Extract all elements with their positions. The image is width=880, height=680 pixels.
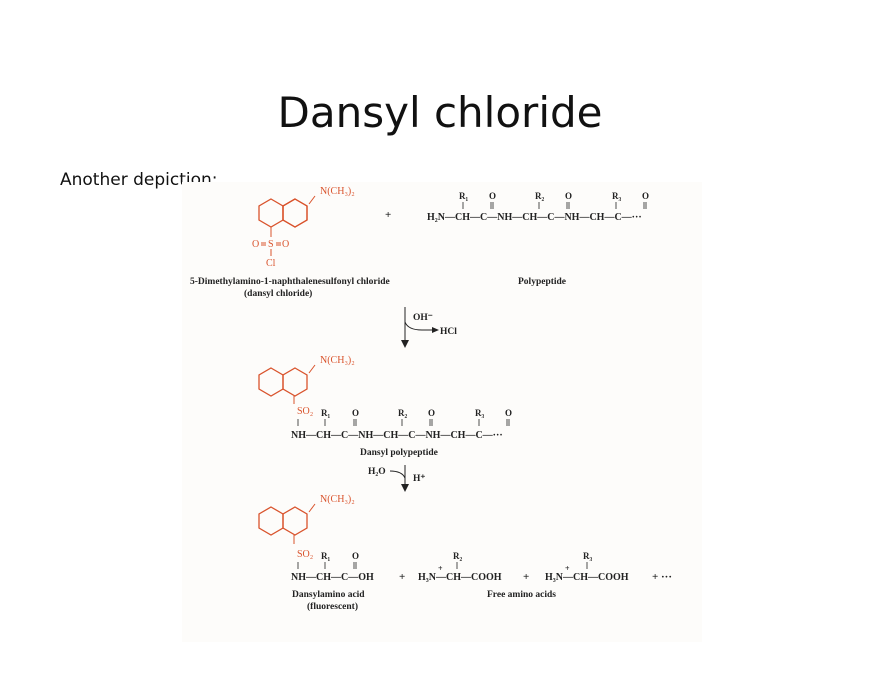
reaction-arrow-1: OH⁻ HCl — [401, 307, 457, 348]
bond-line — [308, 364, 316, 374]
r2-label: R₂ — [453, 551, 462, 561]
side-chain-bonds — [462, 202, 647, 209]
water-reagent: H₂O — [368, 467, 386, 477]
naphthalene-ring — [258, 367, 308, 397]
o2-label: O — [565, 191, 572, 201]
r3-label: R₃ — [612, 191, 621, 201]
plus-sign: + — [385, 209, 391, 221]
o3-label: O — [505, 408, 512, 418]
plus-more: + ··· — [652, 571, 672, 583]
o3-label: O — [642, 191, 649, 201]
polypeptide-label: Polypeptide — [518, 277, 566, 287]
sulfonyl-sulfur: S — [268, 239, 274, 250]
free-amino-acids-label: Free amino acids — [487, 590, 556, 600]
naphthalene-ring — [258, 198, 308, 228]
chloride-atom: Cl — [266, 258, 276, 269]
r3-label: R₃ — [475, 408, 484, 418]
bond-line — [308, 503, 316, 513]
o2-label: O — [428, 408, 435, 418]
reaction-arrow-2: H₂O H⁺ — [368, 465, 425, 492]
r3-label: R₃ — [583, 551, 592, 561]
reaction-scheme: N(CH₃)₂ O S O Cl + R₁ O R₂ O R₃ O — [190, 186, 672, 612]
dansyl-polypeptide-structure: N(CH₃)₂ SO₂ R₁ O R₂ O R₃ O NH—CH—C—NH—CH… — [258, 355, 512, 441]
dansylamino-acid-chain: NH—CH—C—OH — [291, 572, 374, 583]
dimethylamino-group: N(CH₃)₂ — [320, 186, 355, 197]
dansylamino-acid-label: Dansylamino acid — [292, 590, 365, 600]
reaction-figure: N(CH₃)₂ O S O Cl + R₁ O R₂ O R₃ O — [182, 182, 702, 642]
r2-label: R₂ — [535, 191, 544, 201]
o1-label: O — [489, 191, 496, 201]
dansyl-polypeptide-chain: NH—CH—C—NH—CH—C—NH—CH—C—··· — [291, 430, 503, 441]
r1-label: R₁ — [321, 551, 330, 561]
amino-acid-formula: H₃N—CH—COOH — [545, 572, 629, 583]
free-amino-acid-2: R₂ + H₃N—CH—COOH — [418, 551, 502, 583]
hcl-byproduct: HCl — [440, 327, 457, 337]
positive-charge: + — [565, 564, 570, 573]
naphthalene-ring — [258, 506, 308, 536]
bond-line — [308, 195, 316, 205]
slide-subtitle: Another depiction: — [60, 170, 218, 190]
side-chain-bonds — [297, 562, 357, 569]
o1-label: O — [352, 408, 359, 418]
dimethylamino-group: N(CH₃)₂ — [320, 494, 355, 505]
dansyl-polypeptide-label: Dansyl polypeptide — [360, 448, 438, 458]
dansyl-chloride-common-name: (dansyl chloride) — [244, 288, 312, 299]
r1-label: R₁ — [459, 191, 468, 201]
sulfonyl-oxygen-right: O — [282, 239, 289, 250]
amino-acid-formula: H₃N—CH—COOH — [418, 572, 502, 583]
dansyl-chloride-structure: N(CH₃)₂ O S O Cl — [252, 186, 355, 269]
dansyl-chloride-name: 5-Dimethylamino-1-naphthalenesulfonyl ch… — [190, 277, 390, 287]
plus-sign: + — [399, 571, 405, 583]
r2-label: R₂ — [398, 408, 407, 418]
free-amino-acid-3: R₃ + H₃N—CH—COOH — [545, 551, 629, 583]
fluorescent-label: (fluorescent) — [307, 601, 358, 612]
positive-charge: + — [438, 564, 443, 573]
acid-reagent: H⁺ — [413, 474, 425, 484]
o1-label: O — [352, 551, 359, 561]
polypeptide-chain: H₂N—CH—C—NH—CH—C—NH—CH—C—··· — [427, 212, 642, 223]
polypeptide-structure: R₁ O R₂ O R₃ O H₂N—CH—C—NH—CH—C—NH—CH—C—… — [427, 191, 649, 223]
dansylamino-acid-structure: N(CH₃)₂ SO₂ R₁ O NH—CH—C—OH — [258, 494, 374, 583]
hydroxide-reagent: OH⁻ — [413, 313, 433, 323]
r1-label: R₁ — [321, 408, 330, 418]
side-chain-bonds — [297, 419, 510, 426]
sulfonyl-group: SO₂ — [297, 549, 313, 560]
sulfonyl-oxygen-left: O — [252, 239, 259, 250]
dimethylamino-group: N(CH₃)₂ — [320, 355, 355, 366]
slide-title: Dansyl chloride — [277, 88, 603, 137]
sulfonyl-group: SO₂ — [297, 406, 313, 417]
plus-sign: + — [523, 571, 529, 583]
